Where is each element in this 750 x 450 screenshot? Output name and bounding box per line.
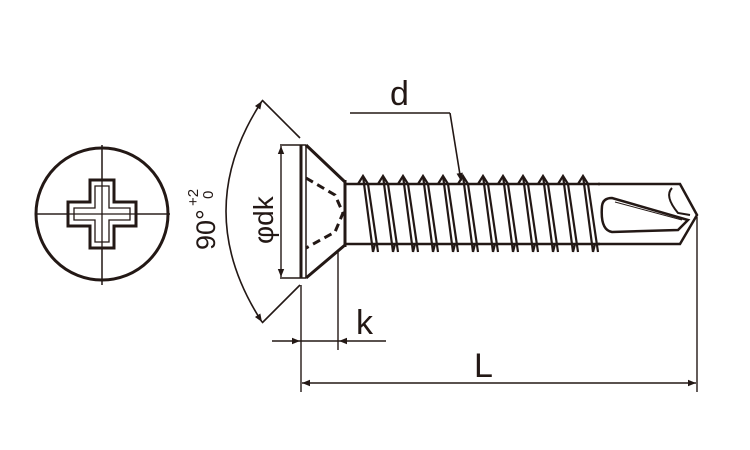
thread-crest xyxy=(557,173,580,253)
thread-crest xyxy=(497,173,520,253)
thread-crest xyxy=(357,173,380,253)
d-label: d xyxy=(390,75,409,113)
dk-label: φdk xyxy=(248,195,279,244)
head-top-view xyxy=(34,145,170,285)
thread-crest xyxy=(377,173,400,253)
screw-head xyxy=(280,143,347,280)
recess-hidden-line xyxy=(305,176,345,250)
thread-crest xyxy=(437,173,460,253)
l-label: L xyxy=(474,347,493,385)
k-label: k xyxy=(356,304,374,342)
angle-value: 90° xyxy=(191,209,221,250)
l-dimension xyxy=(302,217,698,392)
angle-dimension xyxy=(225,99,301,324)
angle-tolerance-plus: +2 xyxy=(185,189,202,206)
thread-crest xyxy=(537,173,560,253)
drill-point xyxy=(598,182,699,246)
d-leader xyxy=(350,112,463,182)
thread-crest xyxy=(577,173,600,253)
thread-crest xyxy=(417,173,440,253)
thread-crest xyxy=(397,173,420,253)
thread-crest xyxy=(457,173,480,253)
thread-crest xyxy=(517,173,540,253)
angle-tolerance-minus: 0 xyxy=(200,191,217,199)
angle-label: 90° +2 0 xyxy=(185,189,221,250)
k-dimension xyxy=(272,250,386,392)
thread-crest xyxy=(477,173,500,253)
screw-shank xyxy=(345,173,600,253)
